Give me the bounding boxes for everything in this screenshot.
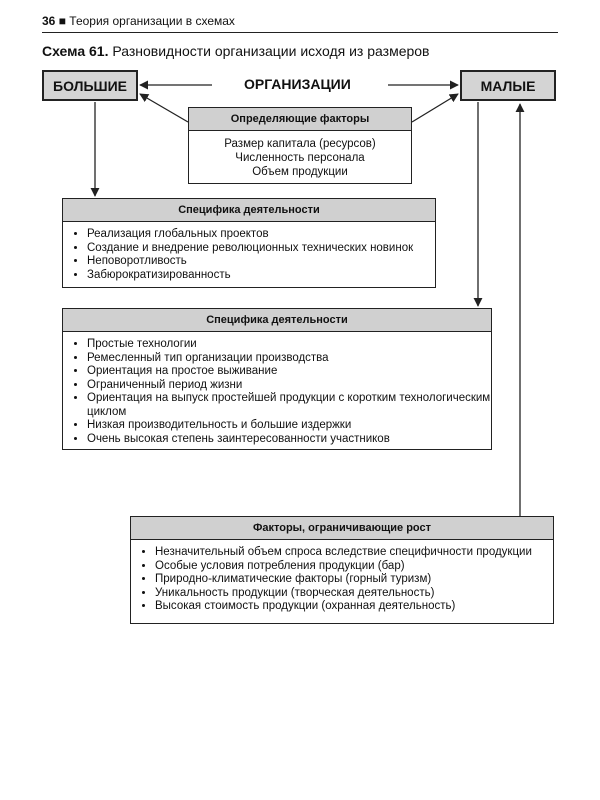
list-item: Высокая стоимость продукции (охранная де…	[155, 600, 553, 614]
small-spec-list: Простые технологии Ремесленный тип орган…	[63, 332, 491, 446]
small-spec-box: Специфика деятельности Простые технологи…	[62, 308, 492, 450]
factor-item: Размер капитала (ресурсов)	[224, 138, 376, 150]
header-marker: ■	[58, 14, 66, 28]
list-item: Особые условия потребления продукции (ба…	[155, 560, 553, 574]
list-item: Уникальность продукции (творческая деяте…	[155, 587, 553, 601]
header-title: Теория организации в схемах	[69, 14, 235, 28]
list-item: Ограниченный период жизни	[87, 379, 491, 393]
large-spec-box: Специфика деятельности Реализация глобал…	[62, 198, 436, 288]
list-item: Ориентация на выпуск простейшей продукци…	[87, 392, 491, 419]
factors-title: Определяющие факторы	[189, 108, 411, 131]
header-divider	[42, 32, 558, 33]
factor-item: Объем продукции	[252, 166, 348, 178]
list-item: Ориентация на простое выживание	[87, 365, 491, 379]
list-item: Низкая производительность и большие изде…	[87, 419, 491, 433]
growth-limits-title: Факторы, ограничивающие рост	[131, 517, 553, 540]
node-center: ОРГАНИЗАЦИИ	[240, 76, 355, 92]
list-item: Забюрократизированность	[87, 269, 435, 283]
large-spec-list: Реализация глобальных проектов Создание …	[63, 222, 435, 282]
factors-box: Определяющие факторы Размер капитала (ре…	[188, 107, 412, 184]
growth-limits-box: Факторы, ограничивающие рост Незначитель…	[130, 516, 554, 624]
node-large: БОЛЬШИЕ	[42, 70, 138, 101]
figure-caption: Схема 61. Разновидности организации исхо…	[42, 43, 430, 59]
growth-limits-list: Незначительный объем спроса вследствие с…	[131, 540, 553, 614]
list-item: Неповоротливость	[87, 255, 435, 269]
list-item: Незначительный объем спроса вследствие с…	[155, 546, 553, 560]
list-item: Простые технологии	[87, 338, 491, 352]
factor-item: Численность персонала	[235, 152, 365, 164]
list-item: Природно-климатические факторы (горный т…	[155, 573, 553, 587]
small-spec-title: Специфика деятельности	[63, 309, 491, 332]
list-item: Ремесленный тип организации производства	[87, 352, 491, 366]
caption-text: Разновидности организации исходя из разм…	[112, 43, 430, 59]
large-spec-title: Специфика деятельности	[63, 199, 435, 222]
factors-list: Размер капитала (ресурсов) Численность п…	[189, 131, 411, 179]
arrow-factors-to-large	[139, 93, 189, 123]
list-item: Очень высокая степень заинтересованности…	[87, 433, 491, 447]
list-item: Создание и внедрение революционных техни…	[87, 242, 435, 256]
node-small: МАЛЫЕ	[460, 70, 556, 101]
running-header: 36 ■ Теория организации в схемах	[42, 14, 235, 28]
list-item: Реализация глобальных проектов	[87, 228, 435, 242]
page-number: 36	[42, 14, 56, 28]
arrow-factors-to-small	[411, 93, 459, 123]
caption-label: Схема 61.	[42, 43, 109, 59]
